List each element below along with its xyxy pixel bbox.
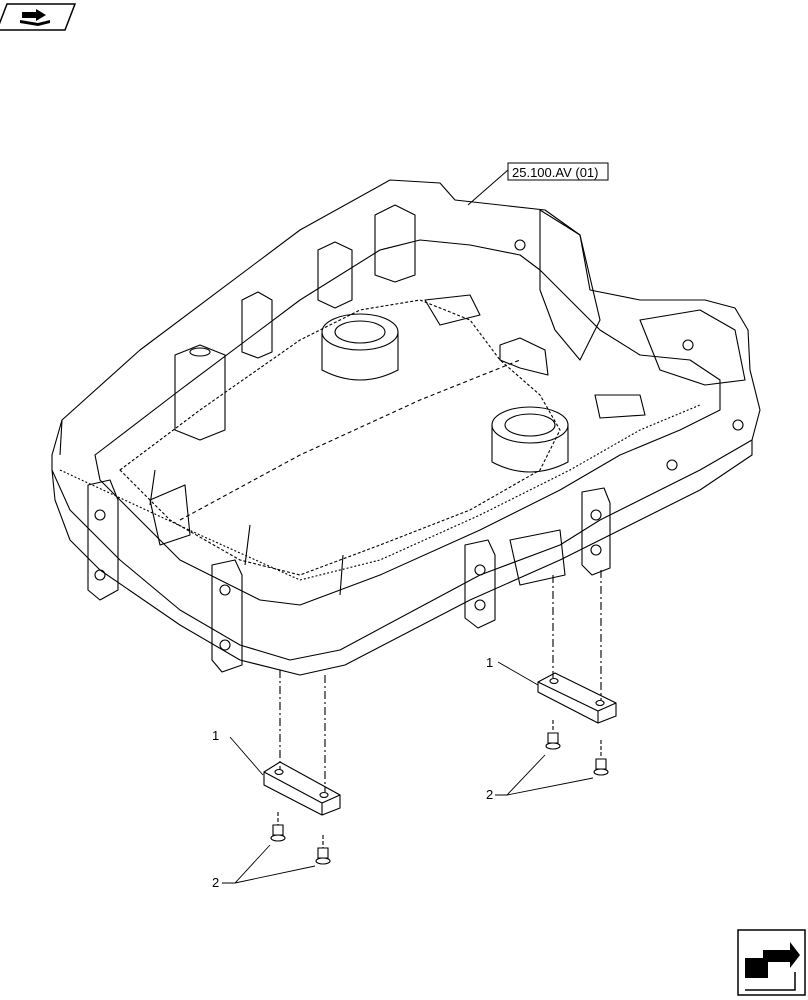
right-plate (537, 672, 617, 724)
left-plate-group (222, 670, 341, 884)
left-plate-callout-number: 1 (212, 728, 219, 743)
exit-arrow-icon[interactable] (737, 929, 806, 996)
right-plate-callout-number: 1 (486, 655, 493, 670)
chassis-frame (51, 179, 761, 676)
left-plate (263, 761, 341, 816)
right-bolts-callout-number: 2 (486, 787, 493, 802)
left-bolts-callout-number: 2 (212, 875, 219, 890)
right-bolt-2 (593, 758, 609, 776)
left-bolt-2 (315, 847, 331, 865)
right-bolt-1 (545, 732, 561, 750)
reference-callout[interactable]: 25.100.AV (01) (467, 162, 609, 206)
book-arrow-icon[interactable] (0, 3, 77, 31)
left-bolt-1 (270, 824, 286, 842)
right-plate-group (495, 570, 617, 796)
reference-label: 25.100.AV (01) (512, 165, 598, 180)
